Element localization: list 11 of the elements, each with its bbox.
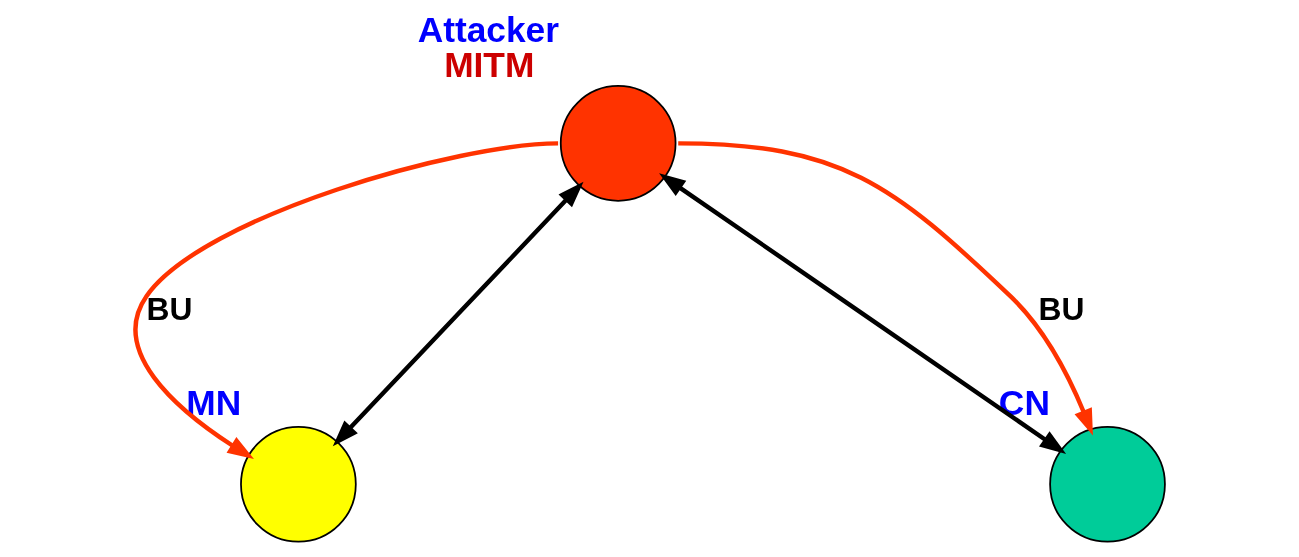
node-label: CN: [998, 382, 1050, 422]
node-circle: [239, 426, 357, 543]
arrow: [677, 141, 1093, 436]
node-circle: [1048, 426, 1166, 543]
arrow: [658, 173, 1066, 454]
edge-label: BU: [1038, 290, 1085, 327]
arrow: [133, 141, 558, 460]
node-label: MN: [185, 382, 241, 422]
edge-label: BU: [145, 290, 192, 327]
arrow: [332, 181, 584, 447]
node-circle: [559, 85, 676, 202]
